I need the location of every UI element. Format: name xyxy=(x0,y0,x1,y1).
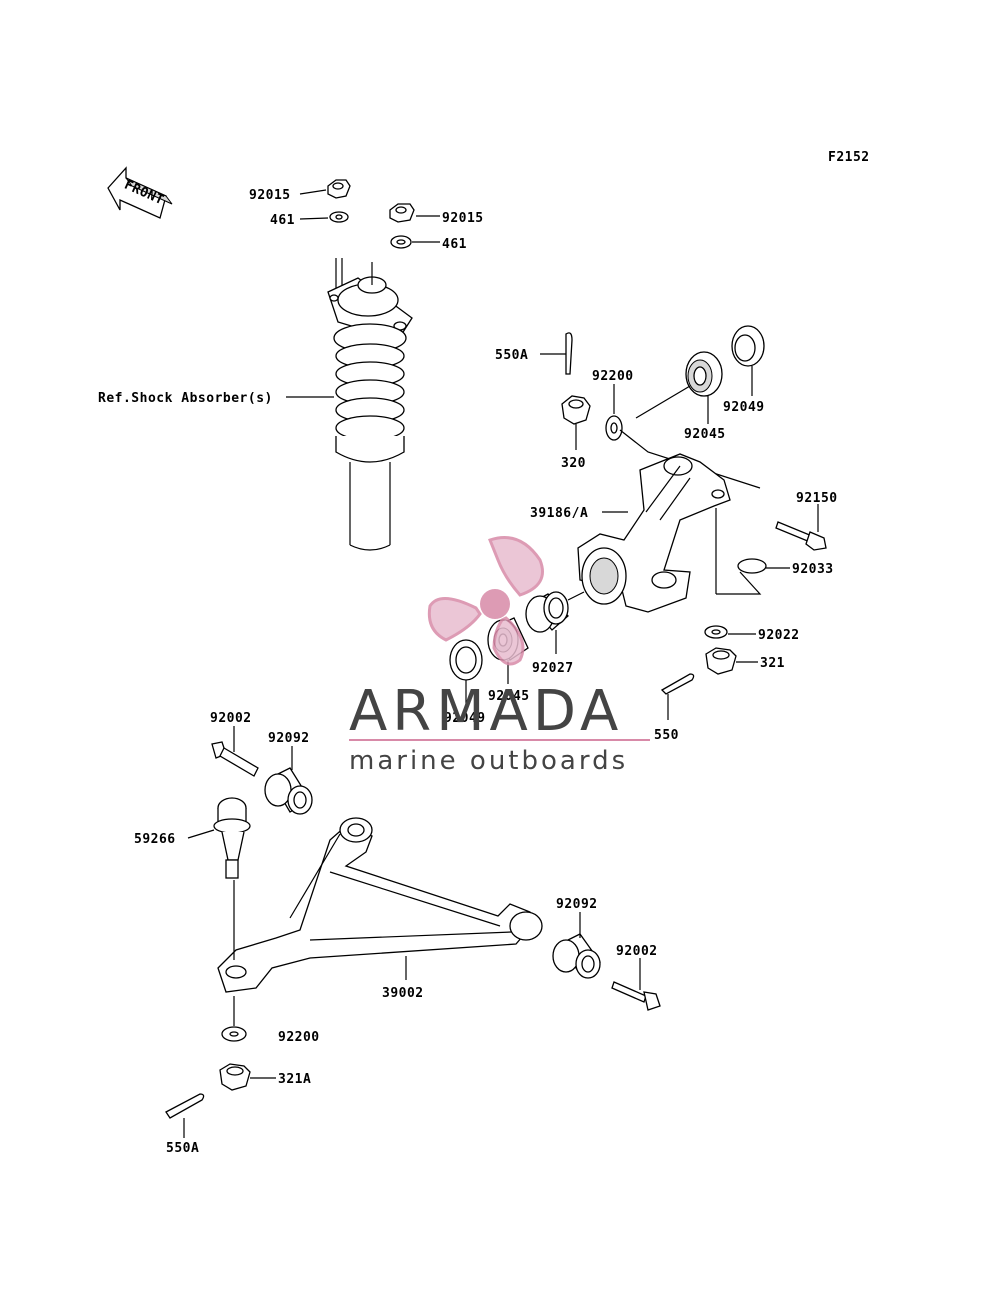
callout-92022: 92022 xyxy=(758,628,800,643)
callout-39002: 39002 xyxy=(382,986,424,1001)
figure-code: F2152 xyxy=(828,150,870,165)
cotter-pin-550a-bottom xyxy=(165,1093,205,1119)
watermark-tagline: marine outboards xyxy=(349,746,628,776)
callout-92027: 92027 xyxy=(532,661,574,676)
shock-absorber xyxy=(327,258,413,551)
nut-92015-right xyxy=(389,203,415,223)
circlip-92033 xyxy=(737,558,767,574)
callout-550a-bottom: 550A xyxy=(166,1141,199,1156)
callout-92015-b: 92015 xyxy=(442,211,484,226)
callout-321a: 321A xyxy=(278,1072,311,1087)
front-arrow-icon: FRONT xyxy=(107,166,173,219)
callout-461-b: 461 xyxy=(442,237,467,252)
armada-logo-icon xyxy=(427,536,544,666)
bushing-92092-right xyxy=(552,933,601,979)
callout-92200-top: 92200 xyxy=(592,369,634,384)
bolt-92150 xyxy=(775,521,827,551)
ref-shock-absorber-label: Ref.Shock Absorber(s) xyxy=(98,391,273,406)
steering-knuckle-39186 xyxy=(577,453,731,613)
bolt-92002-right xyxy=(611,981,661,1011)
cotter-pin-550 xyxy=(660,673,695,695)
castle-nut-321a xyxy=(219,1063,251,1091)
a-arm-39002 xyxy=(217,817,543,993)
callout-92200-bottom: 92200 xyxy=(278,1030,320,1045)
watermark-name: ARMADA xyxy=(349,679,623,744)
castle-nut-321 xyxy=(705,647,737,675)
bolt-92002-left xyxy=(211,741,259,777)
bushing-92092-left xyxy=(264,767,313,815)
callout-92092-b: 92092 xyxy=(556,897,598,912)
ball-joint-59266 xyxy=(213,797,251,879)
callout-92033: 92033 xyxy=(792,562,834,577)
callout-59266: 59266 xyxy=(134,832,176,847)
callout-92045-bottom: 92045 xyxy=(488,689,530,704)
seal-92049-top xyxy=(731,325,765,367)
castle-nut-320 xyxy=(561,395,591,425)
callout-39186a: 39186/A xyxy=(530,506,588,521)
callout-320: 320 xyxy=(561,456,586,471)
callout-92045-top: 92045 xyxy=(684,427,726,442)
callout-92150: 92150 xyxy=(796,491,838,506)
seal-92049-bottom xyxy=(449,639,483,681)
cotter-pin-550a-top xyxy=(565,332,573,375)
callout-92015-a: 92015 xyxy=(249,188,291,203)
callout-92002-a: 92002 xyxy=(210,711,252,726)
callout-461-a: 461 xyxy=(270,213,295,228)
callout-550a-top: 550A xyxy=(495,348,528,363)
callout-92049-top: 92049 xyxy=(723,400,765,415)
spacer-92027 xyxy=(525,591,569,633)
callout-92049-bottom: 92049 xyxy=(444,711,486,726)
nut-92015-left xyxy=(327,179,351,199)
callout-92092-a: 92092 xyxy=(268,731,310,746)
callout-92002-b: 92002 xyxy=(616,944,658,959)
callout-321: 321 xyxy=(760,656,785,671)
bearing-92045-top xyxy=(685,351,723,397)
callout-550: 550 xyxy=(654,728,679,743)
